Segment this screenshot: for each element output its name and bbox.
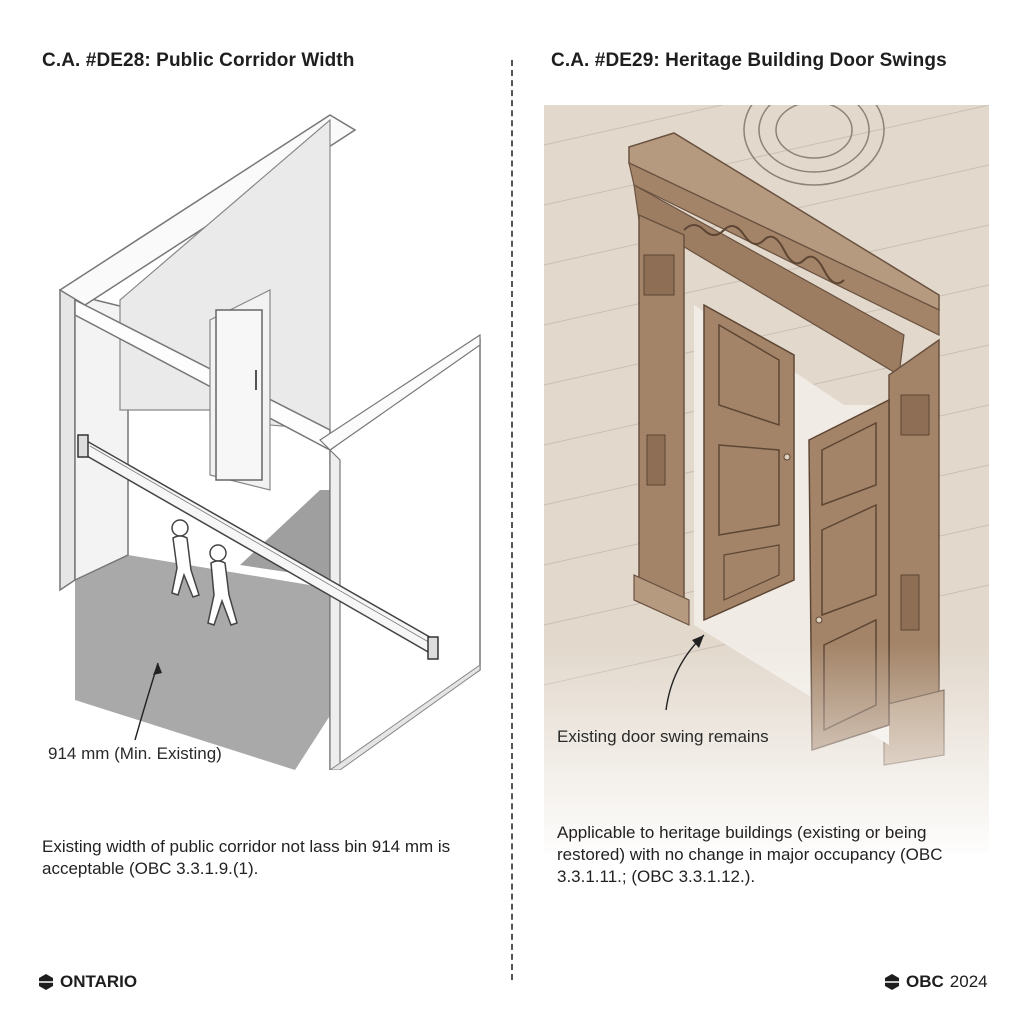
- heritage-door-illustration: [544, 105, 989, 853]
- corridor-floor: [75, 555, 340, 770]
- ontario-brand-text: ONTARIO: [60, 972, 138, 991]
- door-swing-description: Applicable to heritage buildings (existi…: [557, 823, 943, 886]
- corridor-illustration: [58, 114, 481, 770]
- door-swing-label: Existing door swing remains: [557, 727, 769, 746]
- door-swing-title: C.A. #DE29: Heritage Building Door Swing…: [551, 50, 947, 71]
- obc-code-badge: OBC 2024: [884, 972, 988, 992]
- corridor-width-title: C.A. #DE28: Public Corridor Width: [42, 50, 355, 71]
- corridor-width-description: Existing width of public corridor not la…: [42, 837, 451, 878]
- panel-divider: [511, 60, 513, 980]
- hexagon-icon: [39, 974, 53, 990]
- corridor-width-label: 914 mm (Min. Existing): [48, 744, 222, 763]
- pedestrian-icons: [171, 519, 238, 626]
- hexagon-icon: [885, 974, 899, 990]
- measuring-tape: [77, 434, 439, 660]
- obc-year-text: 2024: [949, 972, 988, 991]
- ontario-brand: ONTARIO: [38, 972, 137, 992]
- corridor-door: [215, 309, 263, 481]
- obc-code-text: OBC: [906, 972, 944, 991]
